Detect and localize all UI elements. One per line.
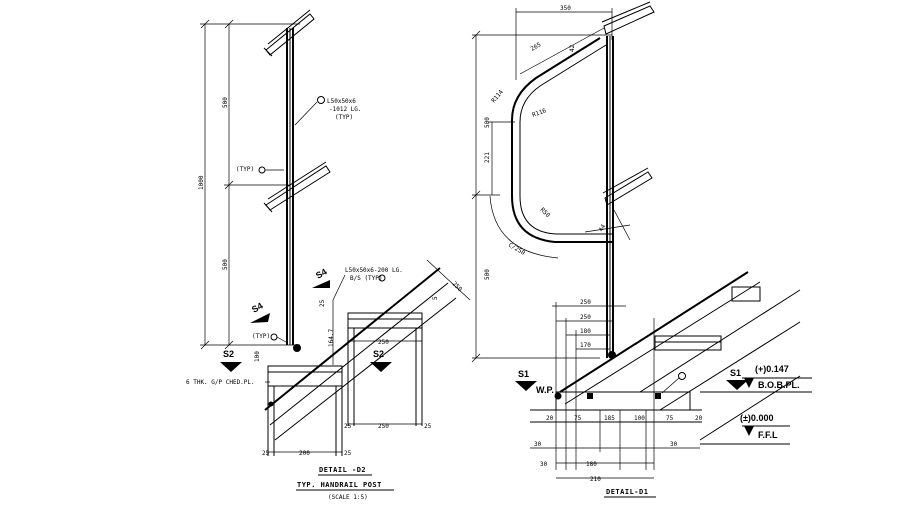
d1-posts [606, 36, 616, 359]
d1-dim-b75a: 75 [574, 415, 582, 422]
detail-d2: 1000 500 500 L50x50x6 -1012 LG. ( [186, 9, 471, 501]
d1-dim-b75b: 75 [666, 415, 674, 422]
d2-callout-plate: 6 THK. G/P CHED.PL. [186, 379, 255, 386]
d2-section-s4-a: S4 [314, 267, 329, 281]
d2-dim-25-d: 25 [344, 450, 352, 457]
d2-callout-typ-b: (TYP) [252, 333, 270, 340]
d1-dim-42: 42 [569, 44, 576, 52]
d1-dim-c250: C/250 [507, 242, 526, 257]
d1-section-s1-b: S1 [730, 368, 741, 378]
d1-dim-b100: 100 [634, 415, 645, 422]
d2-dim-250-b: 250 [378, 423, 389, 430]
d1-level-ffl-label: F.F.L [758, 430, 778, 440]
d1-dim-w250a: 250 [580, 299, 591, 306]
d2-section-marks: S4 S4 S2 S2 [220, 267, 392, 372]
d2-section-s2-a: S2 [223, 349, 234, 359]
d1-bent-handrail: C/250 R50 44 [489, 1, 655, 259]
d2-dim-164: 164.7 [328, 329, 335, 347]
d1-dim-44: 44 [598, 223, 608, 233]
d1-dim-w180: 180 [580, 328, 591, 335]
d1-dim-r114: R114 [490, 88, 505, 104]
d2-dim-total: 1000 [198, 175, 205, 190]
d1-level-bob-value: (+)0.147 [755, 364, 789, 374]
d2-title-block: DETAIL -D2 TYP. HANDRAIL POST (SCALE 1:5… [296, 466, 394, 501]
d2-dim-25-a: 25 [319, 299, 326, 307]
d1-level-bob-label: B.O.B.PL. [758, 380, 800, 390]
d2-section-s2-b: S2 [373, 349, 384, 359]
d2-title: DETAIL -D2 [319, 466, 366, 474]
d1-dim-500a: 500 [484, 117, 491, 128]
d1-section-s1-a: S1 [518, 369, 529, 379]
d1-top-dimension: 350 265 42 R114 R116 [490, 5, 613, 119]
d1-dim-b30a: 30 [534, 441, 542, 448]
d2-callouts: L50x50x6 -1012 LG. (TYP) (TYP) (TYP) L50… [236, 96, 403, 343]
d2-base-weld-dot [293, 344, 301, 352]
d1-stair [530, 271, 801, 470]
d1-dim-w170: 170 [580, 342, 591, 349]
d1-dim-b20a: 20 [546, 415, 554, 422]
d2-dim-25-c: 25 [262, 450, 270, 457]
d2-dim-upper: 500 [222, 97, 229, 108]
d1-levels: (+)0.147 B.O.B.PL. (±)0.000 F.F.L [700, 364, 812, 445]
d2-dim-250-a: 250 [378, 339, 389, 346]
d2-subtitle: TYP. HANDRAIL POST [297, 481, 382, 489]
d2-dim-100: 100 [254, 351, 261, 362]
d2-callout-l-side-2: B/S (TYP) [350, 275, 383, 282]
d1-dim-b180: 180 [586, 461, 597, 468]
d2-dim-rise-250: 250 [451, 280, 464, 293]
d2-callout-typ-a: (TYP) [236, 166, 254, 173]
d2-dim-200: 200 [299, 450, 310, 457]
detail-d1: 500 500 221 350 265 42 R114 R116 [471, 1, 812, 498]
d2-stair: 250 5 25 200 25 25 250 25 [186, 259, 471, 457]
d1-dim-221: 221 [484, 152, 491, 163]
d1-vertical-dimension: 500 500 221 [471, 30, 612, 363]
d1-dim-b30b: 30 [670, 441, 678, 448]
d2-section-s4-b: S4 [250, 301, 265, 315]
d2-callout-angle-1: L50x50x6 [327, 98, 356, 105]
d1-dim-b210: 210 [590, 476, 601, 483]
d1-dim-r116: R116 [531, 107, 547, 119]
d1-wp-label: W.P. [536, 385, 554, 395]
d1-dim-350: 350 [560, 5, 571, 12]
d2-callout-angle-2: -1012 LG. [329, 106, 362, 113]
d2-vertical-dimension: 1000 500 500 [198, 19, 300, 350]
d2-callout-l-side-1: L50x50x6-200 LG. [345, 267, 403, 274]
d2-dim-25-b: 25 [344, 423, 352, 430]
d2-scale: (SCALE 1:5) [328, 494, 368, 501]
d1-title: DETAIL-D1 [606, 488, 648, 496]
d2-dim-lower: 500 [222, 259, 229, 270]
d2-dim-25-e: 25 [424, 423, 432, 430]
d2-dim-rise-5: 5 [432, 296, 439, 300]
d1-dim-265: 265 [530, 41, 543, 53]
d1-title-block: DETAIL-D1 [604, 488, 656, 498]
d1-bottom-dimensions: 20 75 185 100 75 20 30 30 30 180 210 [530, 415, 703, 483]
d1-dim-500b: 500 [484, 269, 491, 280]
d1-section-marks: S1 S1 W.P. [515, 368, 748, 395]
d1-dim-b185: 185 [604, 415, 615, 422]
d1-dim-b20b: 20 [695, 415, 703, 422]
d1-dim-r50: R50 [539, 206, 552, 219]
d2-callout-angle-3: (TYP) [335, 114, 353, 121]
d1-dim-w250b: 250 [580, 314, 591, 321]
d1-level-ffl-value: (±)0.000 [740, 413, 773, 423]
d1-stacked-dimensions: 250 250 180 170 [552, 299, 626, 350]
d2-handrail-post [263, 9, 331, 352]
d1-dim-b30c: 30 [540, 461, 548, 468]
